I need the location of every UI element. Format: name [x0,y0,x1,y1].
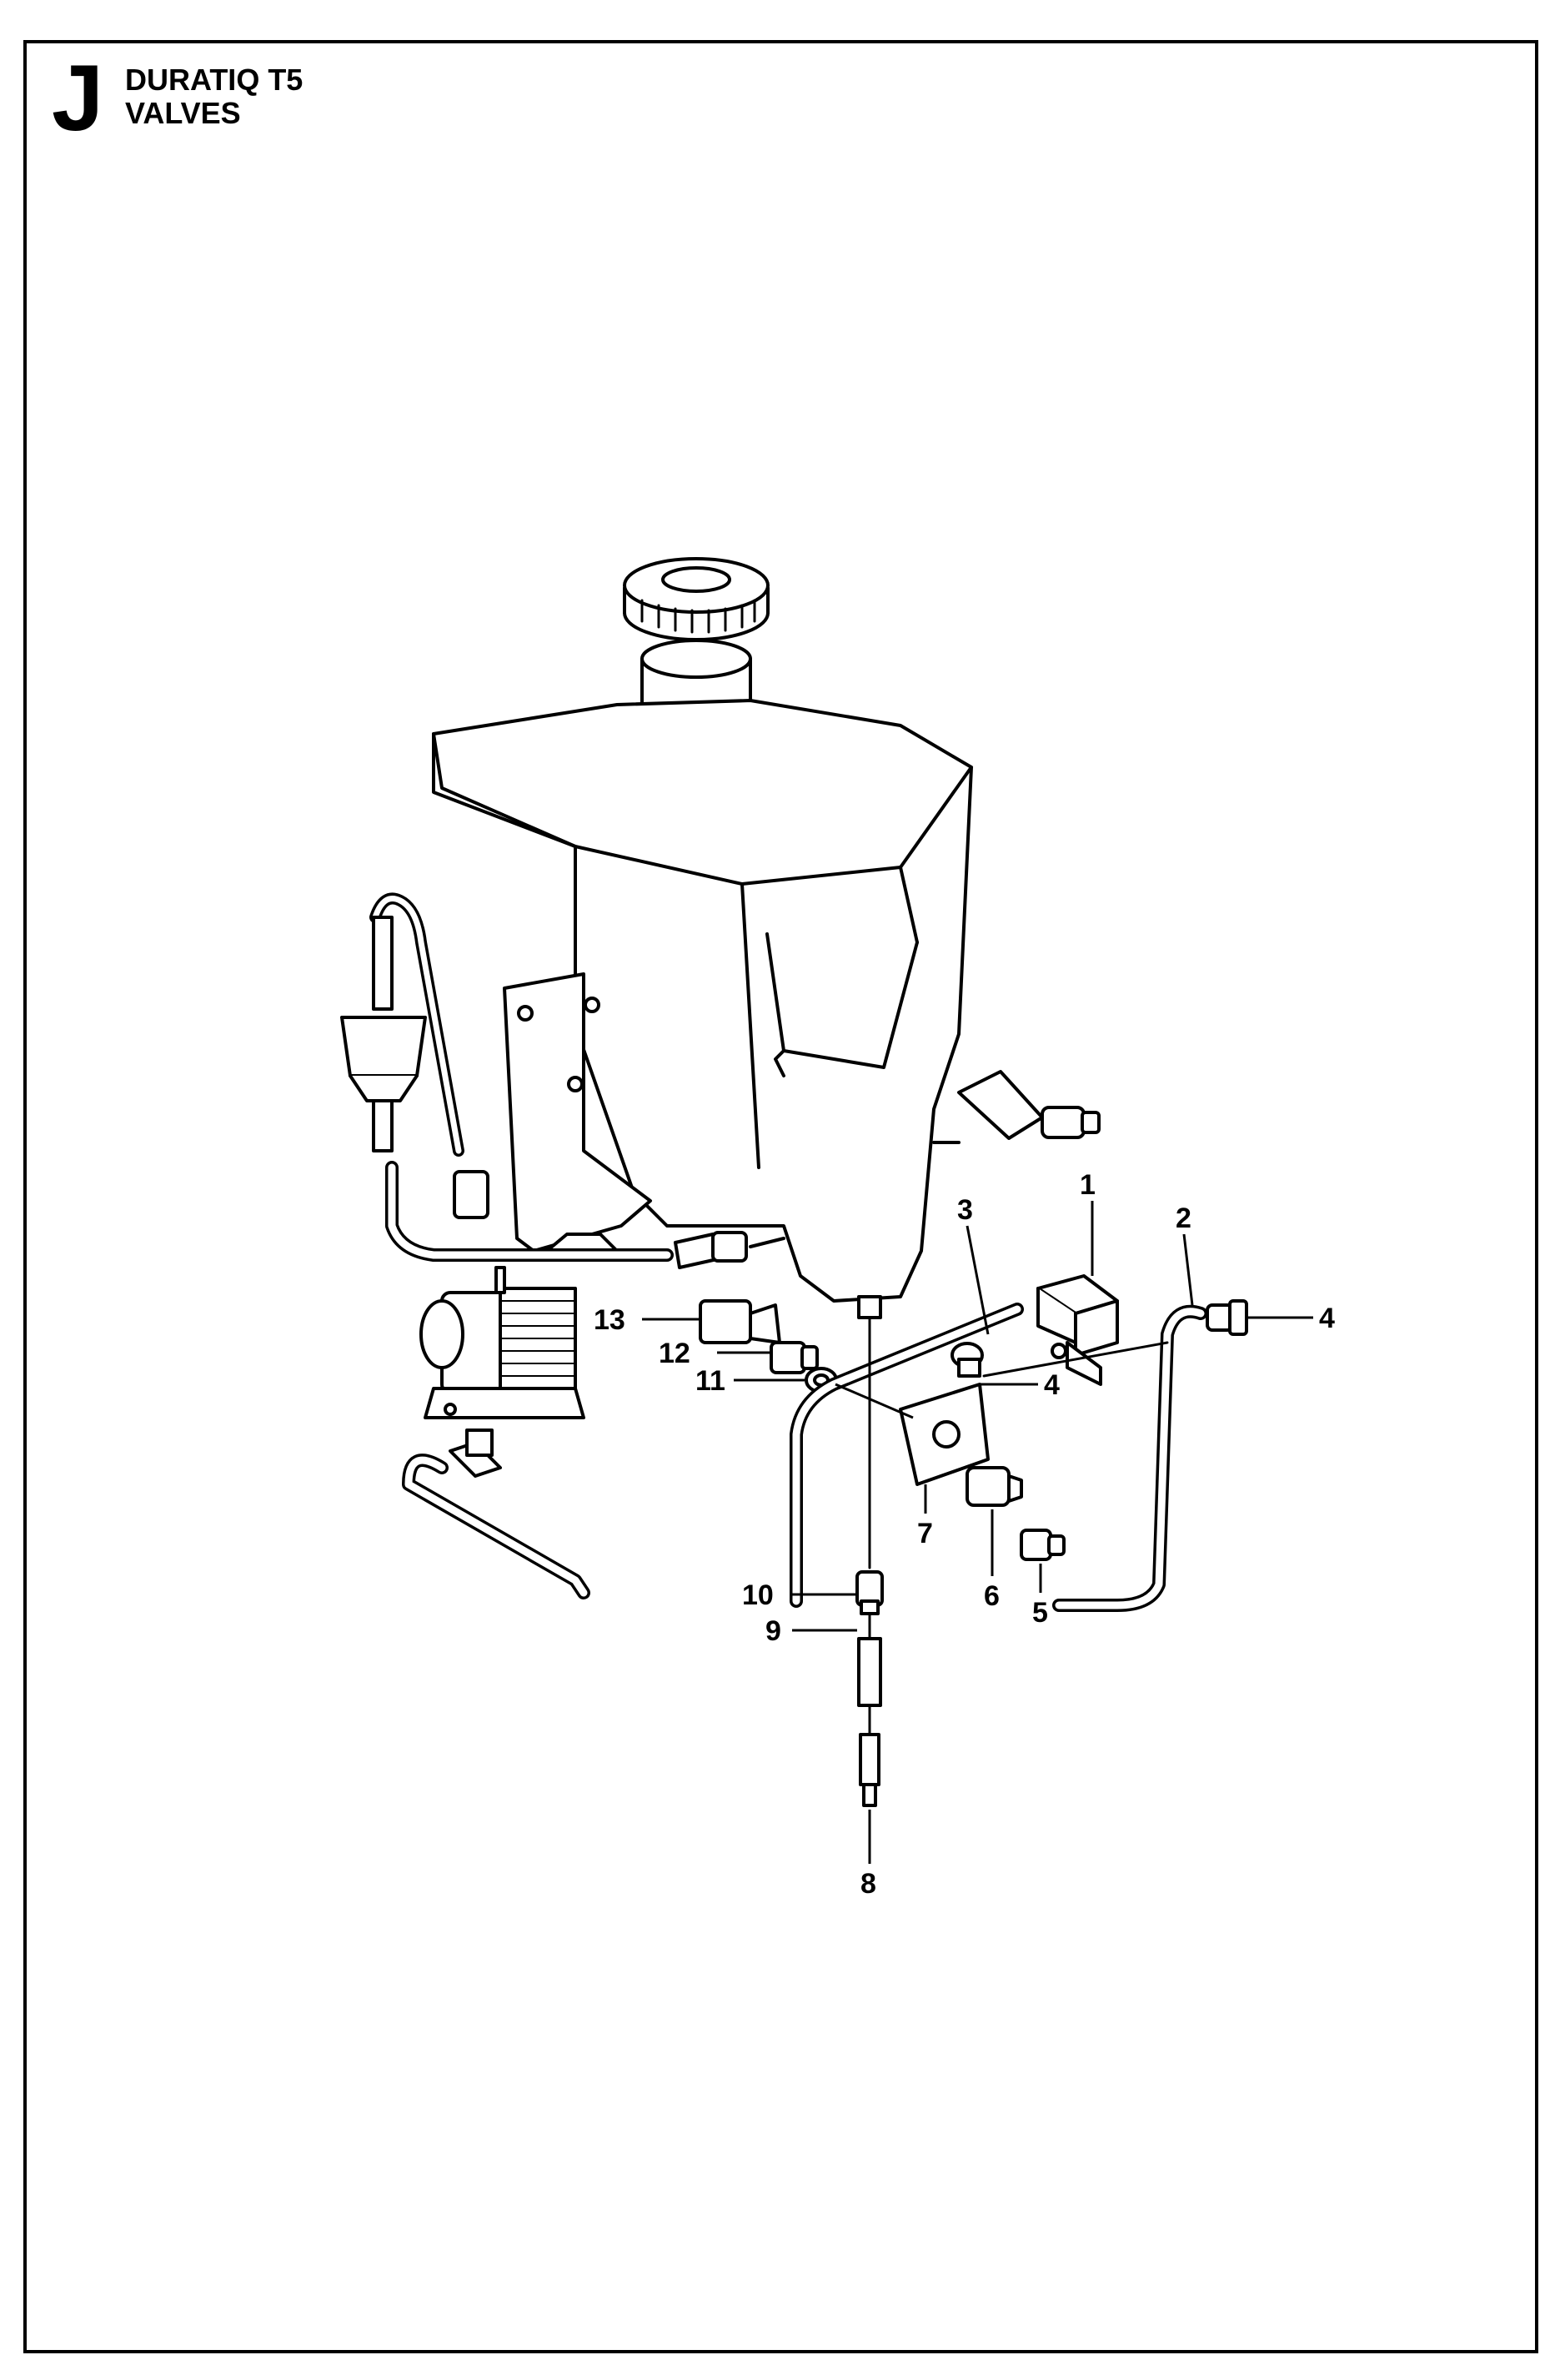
callout-12: 12 [659,1338,690,1369]
callout-8: 8 [860,1868,876,1900]
callout-13: 13 [594,1304,625,1336]
section-letter: J [52,46,104,150]
callout-2: 2 [1176,1203,1191,1234]
pump-motor [419,1266,585,1419]
part-8-insert [859,1733,880,1807]
bracket-fitting [674,1231,785,1269]
leader-lines [642,1201,1313,1864]
model-title: DURATIQ T5 [125,63,303,97]
part-1-solenoid-valve [1036,1274,1119,1386]
part-4-fitting-right [1206,1299,1248,1336]
section-title: VALVES [125,96,241,130]
part-6-fitting [966,1466,1023,1507]
callout-5: 5 [1032,1597,1048,1629]
tank-side-fitting [932,1070,1101,1144]
callout-10: 10 [742,1579,774,1611]
part-5-fitting [1020,1529,1066,1561]
callout-4-right: 4 [1319,1303,1335,1334]
tank-cap [623,557,770,641]
part-12-fitting [770,1341,819,1374]
callout-6: 6 [984,1580,1000,1612]
callout-3: 3 [957,1194,973,1226]
inline-filter [340,892,464,1157]
pump-outlet-hose [402,1429,590,1599]
tank-outlet-line [857,1295,882,1569]
callout-11: 11 [695,1365,725,1397]
callout-7: 7 [917,1518,933,1549]
part-9-sleeve [857,1637,882,1707]
callout-numbers: 1 2 3 4 4 5 6 7 8 9 10 11 12 13 [594,1169,1335,1900]
part-4-fitting-center [951,1342,984,1378]
callout-9: 9 [765,1615,781,1647]
part-13-fitting [699,1299,781,1344]
right-hose [982,1304,1207,1612]
part-10-fitting [855,1570,884,1615]
part-3-tube [790,1303,1024,1608]
left-hose [385,1161,674,1262]
callout-1: 1 [1080,1169,1096,1201]
part-7-plate [899,1383,990,1486]
callout-4-center: 4 [1044,1369,1060,1401]
